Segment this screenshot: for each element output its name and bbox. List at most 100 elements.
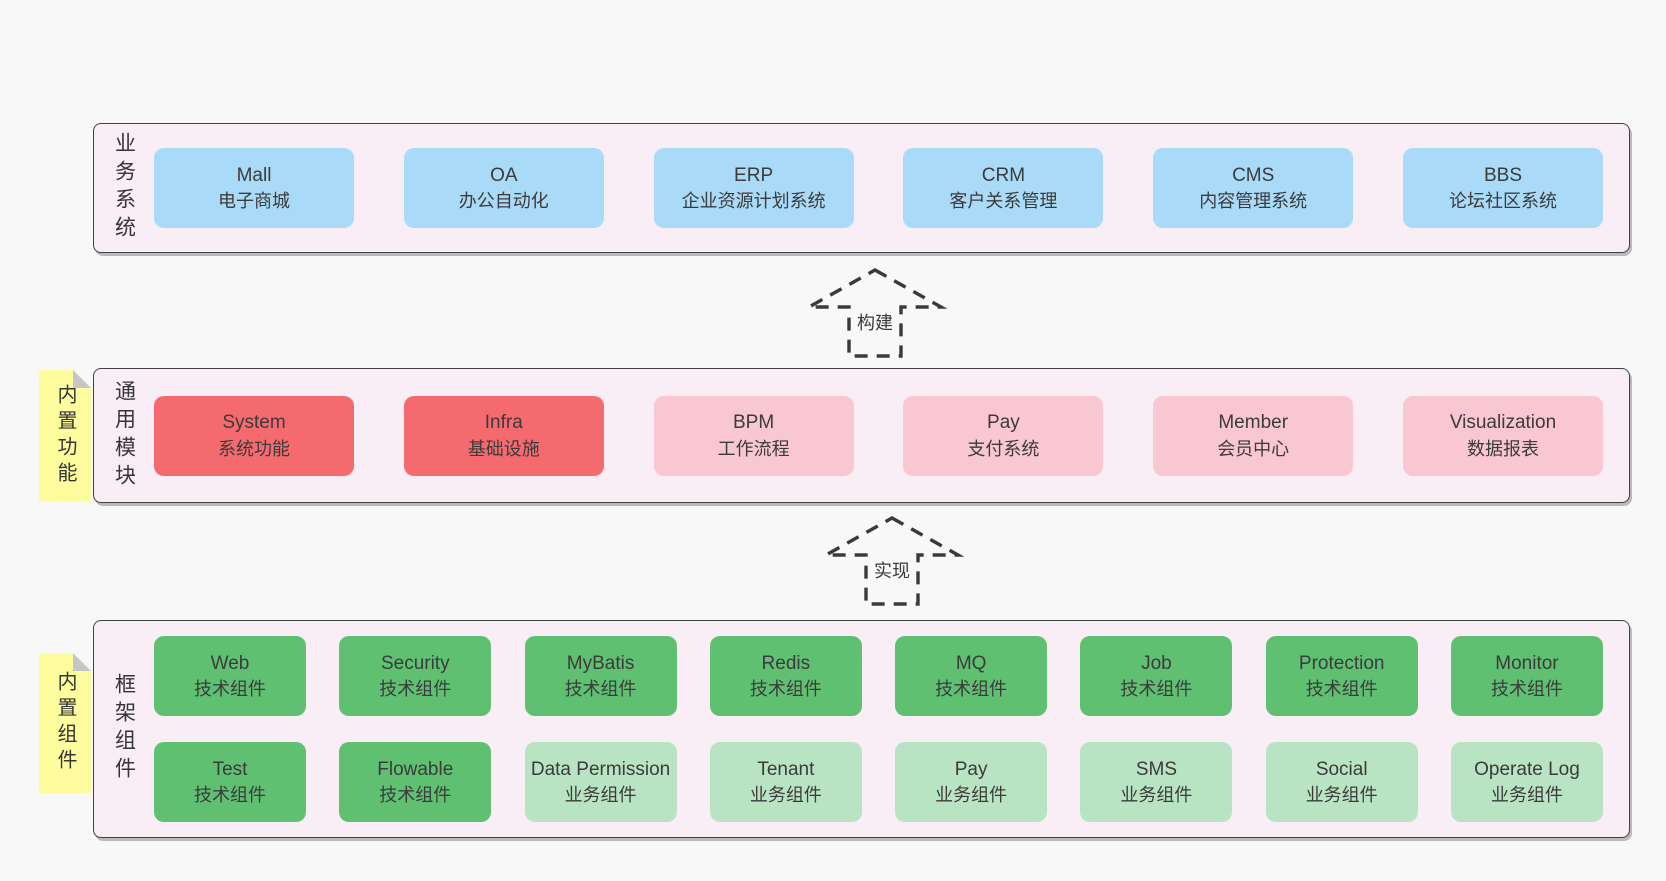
- box-operate-log: Operate Log 业务组件: [1450, 742, 1603, 822]
- box-desc: 技术组件: [564, 679, 637, 700]
- box-security: Security 技术组件: [339, 636, 492, 716]
- box-member: Member 会员中心: [1153, 395, 1354, 476]
- box-name: SMS: [1135, 758, 1177, 780]
- box-oa: OA 办公自动化: [403, 148, 604, 228]
- box-desc: 办公自动化: [458, 191, 549, 212]
- box-protection: Protection 技术组件: [1265, 636, 1418, 716]
- box-desc: 基础设施: [467, 438, 540, 459]
- box-bbs: BBS 论坛社区系统: [1402, 148, 1603, 228]
- arrow-build-label: 构建: [854, 309, 896, 335]
- box-desc: 业务组件: [1305, 785, 1378, 806]
- layer-components-label: 框架组件: [112, 673, 136, 785]
- box-infra: Infra 基础设施: [403, 395, 604, 476]
- box-flowable: Flowable 技术组件: [339, 742, 492, 822]
- box-crm: CRM 客户关系管理: [903, 148, 1104, 228]
- component-boxes-row2: Test 技术组件 Flowable 技术组件 Data Permission …: [154, 742, 1603, 822]
- box-desc: 技术组件: [379, 679, 452, 700]
- box-name: Test: [212, 758, 248, 780]
- box-name: Mall: [236, 164, 272, 186]
- layer-business-label: 业务系统: [112, 132, 136, 244]
- box-test: Test 技术组件: [154, 742, 306, 822]
- box-name: Visualization: [1449, 412, 1557, 434]
- sticky-note-built-in-components: 内置组件: [39, 653, 91, 793]
- box-cms: CMS 内容管理系统: [1153, 148, 1354, 228]
- box-desc: 技术组件: [1305, 679, 1378, 700]
- box-desc: 业务组件: [935, 785, 1008, 806]
- layer-business-systems: 业务系统 Mall 电子商城 OA 办公自动化 ERP 企业资源计划系统 CRM…: [93, 123, 1630, 253]
- box-desc: 技术组件: [194, 679, 266, 700]
- box-name: CMS: [1232, 164, 1275, 186]
- box-name: Member: [1218, 412, 1289, 434]
- box-mall: Mall 电子商城: [154, 148, 354, 228]
- module-boxes-row: System 系统功能 Infra 基础设施 BPM 工作流程 Pay 支付系统…: [154, 395, 1629, 476]
- box-name: OA: [490, 164, 518, 186]
- box-desc: 技术组件: [379, 785, 452, 806]
- arrow-build: 构建: [800, 265, 950, 361]
- box-name: Security: [380, 652, 450, 674]
- box-system: System 系统功能: [154, 395, 354, 476]
- box-name: Web: [210, 652, 250, 674]
- box-name: CRM: [981, 164, 1026, 186]
- box-desc: 业务组件: [1120, 785, 1193, 806]
- box-desc: 电子商城: [218, 191, 290, 212]
- box-data-permission: Data Permission 业务组件: [524, 742, 677, 822]
- box-name: Monitor: [1495, 652, 1559, 674]
- box-name: Job: [1141, 652, 1172, 674]
- business-boxes-row: Mall 电子商城 OA 办公自动化 ERP 企业资源计划系统 CRM 客户关系…: [154, 148, 1629, 228]
- box-name: Tenant: [757, 758, 815, 780]
- box-social: Social 业务组件: [1265, 742, 1418, 822]
- box-desc: 业务组件: [564, 785, 637, 806]
- box-desc: 论坛社区系统: [1448, 191, 1557, 212]
- arrow-implement-label: 实现: [871, 557, 913, 583]
- box-sms: SMS 业务组件: [1080, 742, 1233, 822]
- box-name: Pay: [954, 758, 988, 780]
- box-desc: 技术组件: [935, 679, 1008, 700]
- sticky-note-label: 内置组件: [54, 671, 76, 775]
- box-desc: 技术组件: [749, 679, 822, 700]
- box-pay-component: Pay 业务组件: [895, 742, 1048, 822]
- box-desc: 企业资源计划系统: [681, 191, 826, 212]
- box-desc: 支付系统: [967, 438, 1040, 459]
- box-desc: 业务组件: [749, 785, 822, 806]
- box-name: System: [222, 412, 286, 434]
- box-monitor: Monitor 技术组件: [1450, 636, 1603, 716]
- box-desc: 技术组件: [194, 785, 266, 806]
- box-desc: 数据报表: [1466, 438, 1539, 459]
- box-name: Data Permission: [530, 758, 671, 780]
- box-mq: MQ 技术组件: [895, 636, 1048, 716]
- box-desc: 技术组件: [1490, 679, 1563, 700]
- sticky-note-built-in-functions: 内置功能: [39, 370, 91, 502]
- box-name: BBS: [1483, 164, 1522, 186]
- box-name: Flowable: [377, 758, 454, 780]
- box-name: Redis: [761, 652, 811, 674]
- box-name: MQ: [955, 652, 987, 674]
- box-desc: 客户关系管理: [949, 191, 1058, 212]
- box-tenant: Tenant 业务组件: [709, 742, 862, 822]
- box-pay-module: Pay 支付系统: [903, 395, 1104, 476]
- box-mybatis: MyBatis 技术组件: [524, 636, 677, 716]
- box-job: Job 技术组件: [1080, 636, 1233, 716]
- component-boxes-row1: Web 技术组件 Security 技术组件 MyBatis 技术组件 Redi…: [154, 636, 1603, 716]
- box-erp: ERP 企业资源计划系统: [653, 148, 854, 228]
- box-desc: 工作流程: [717, 438, 790, 459]
- box-desc: 内容管理系统: [1199, 191, 1308, 212]
- box-name: Pay: [987, 412, 1020, 434]
- component-rows: Web 技术组件 Security 技术组件 MyBatis 技术组件 Redi…: [154, 636, 1629, 822]
- box-desc: 会员中心: [1217, 438, 1290, 459]
- layer-modules-label-wrap: 通用模块: [94, 380, 154, 492]
- box-name: MyBatis: [566, 652, 635, 674]
- box-visualization: Visualization 数据报表: [1402, 395, 1603, 476]
- box-name: ERP: [734, 164, 774, 186]
- box-desc: 系统功能: [218, 438, 290, 459]
- box-desc: 技术组件: [1120, 679, 1193, 700]
- box-redis: Redis 技术组件: [709, 636, 862, 716]
- box-name: Operate Log: [1474, 758, 1580, 780]
- layer-common-modules: 通用模块 System 系统功能 Infra 基础设施 BPM 工作流程 Pay…: [93, 368, 1630, 503]
- layer-modules-label: 通用模块: [112, 379, 136, 492]
- box-web: Web 技术组件: [154, 636, 306, 716]
- box-name: Protection: [1298, 652, 1385, 674]
- box-bpm: BPM 工作流程: [653, 395, 854, 476]
- box-name: BPM: [733, 412, 775, 434]
- box-desc: 业务组件: [1490, 785, 1563, 806]
